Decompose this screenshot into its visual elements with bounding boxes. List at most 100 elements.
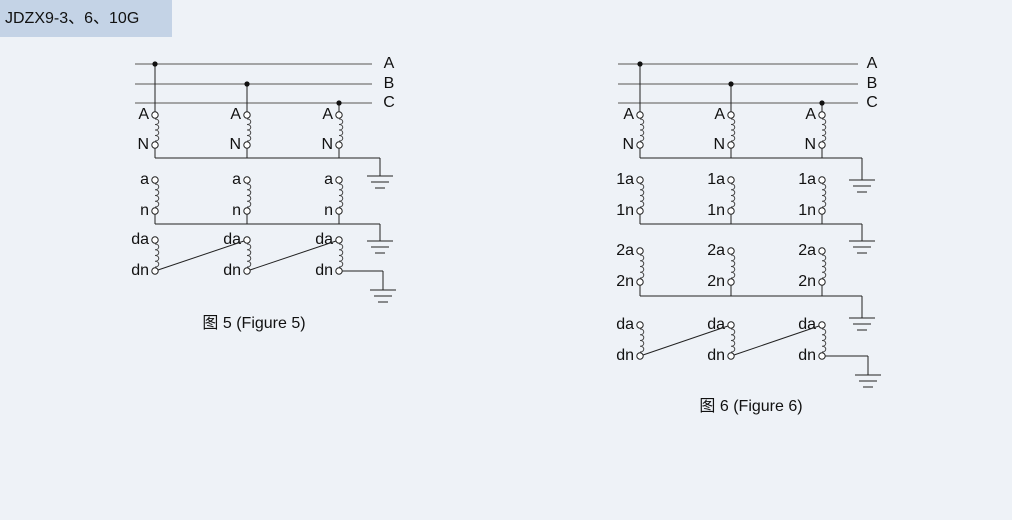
fig5-residual-winding-b-bottom-label: dn — [223, 262, 241, 279]
fig6-primary-winding-b-top-label: A — [714, 106, 725, 123]
fig6-secondary2-winding-a-bottom-terminal — [636, 278, 644, 286]
fig6-tap-dot-c — [819, 100, 825, 106]
fig5-primary-winding-c-bottom-terminal — [335, 141, 343, 149]
fig6-secondary2-winding-a-top-terminal — [636, 247, 644, 255]
fig6-secondary2-winding-c-top-label: 2a — [798, 242, 816, 259]
fig6-secondary1-winding-c-coil — [821, 183, 827, 208]
fig5-secondary-winding-b-coil — [246, 183, 252, 208]
fig6-tap-dot-b — [728, 81, 734, 87]
fig5-tap-dot-a — [152, 61, 158, 67]
fig6-residual-winding-a-bottom-terminal — [636, 352, 644, 360]
model-title-tab: JDZX9-3、6、10G — [0, 0, 172, 37]
fig5-primary-winding-c-top-label: A — [322, 106, 333, 123]
fig5-primary-winding-c-top-terminal — [335, 111, 343, 119]
fig6-secondary1-winding-c-bottom-terminal — [818, 207, 826, 215]
fig5-residual-winding-b-top-label: da — [223, 231, 241, 248]
fig6-secondary2-winding-a-coil — [639, 254, 645, 279]
fig5-secondary-winding-a-bottom-terminal — [151, 207, 159, 215]
fig6-tap-dot-a — [637, 61, 643, 67]
fig5-tap-dot-c — [336, 100, 342, 106]
fig5-tap-dot-b — [244, 81, 250, 87]
fig6-residual-winding-b-bottom-terminal — [727, 352, 735, 360]
fig6-residual-winding-b-top-label: da — [707, 316, 725, 333]
fig5-residual-winding-a-bottom-terminal — [151, 267, 159, 275]
fig5-primary-winding-c-bottom-label: N — [321, 136, 333, 153]
fig5-primary-winding-b-coil — [246, 118, 252, 142]
fig6-secondary2-winding-c-coil — [821, 254, 827, 279]
fig6-secondary1-winding-c-bottom-label: 1n — [798, 202, 816, 219]
fig6-residual-winding-c-bottom-label: dn — [798, 347, 816, 364]
fig6-secondary1-winding-a-bottom-label: 1n — [616, 202, 634, 219]
fig5-secondary-winding-c-bottom-terminal — [335, 207, 343, 215]
fig5-residual-winding-a-top-label: da — [131, 231, 149, 248]
fig6-primary-winding-c-bottom-terminal — [818, 141, 826, 149]
fig5-secondary-winding-a-coil — [154, 183, 160, 208]
fig6-secondary2-winding-b-top-terminal — [727, 247, 735, 255]
fig5-primary-winding-b-top-label: A — [230, 106, 241, 123]
fig5-residual-winding-c-coil — [338, 243, 344, 268]
fig5-residual-winding-b-top-terminal — [243, 236, 251, 244]
fig5-secondary-winding-b-bottom-terminal — [243, 207, 251, 215]
fig6-primary-winding-b-top-terminal — [727, 111, 735, 119]
fig6-primary-winding-a-coil — [639, 118, 645, 142]
fig6-primary-winding-a-bottom-label: N — [622, 136, 634, 153]
fig6-secondary2-winding-b-bottom-terminal — [727, 278, 735, 286]
fig6-primary-winding-a-bottom-terminal — [636, 141, 644, 149]
fig6-residual-winding-c-top-label: da — [798, 316, 816, 333]
fig6-secondary2-winding-c-top-terminal — [818, 247, 826, 255]
fig5-secondary-winding-c-coil — [338, 183, 344, 208]
fig5-bus-label-b: B — [384, 75, 395, 92]
fig6-secondary1-winding-b-top-terminal — [727, 176, 735, 184]
fig6-secondary2-winding-b-bottom-label: 2n — [707, 273, 725, 290]
fig6-primary-winding-c-top-terminal — [818, 111, 826, 119]
fig5-residual-winding-a-top-terminal — [151, 236, 159, 244]
fig6-primary-winding-c-coil — [821, 118, 827, 142]
fig6-open-delta-link-2 — [733, 325, 820, 356]
fig5-residual-winding-c-top-terminal — [335, 236, 343, 244]
fig6-primary-winding-a-top-terminal — [636, 111, 644, 119]
fig6-secondary1-winding-c-top-terminal — [818, 176, 826, 184]
fig6-secondary1-winding-a-top-label: 1a — [616, 171, 634, 188]
fig6-secondary2-winding-c-bottom-label: 2n — [798, 273, 816, 290]
fig6-secondary1-winding-c-top-label: 1a — [798, 171, 816, 188]
fig5-residual-winding-c-bottom-terminal — [335, 267, 343, 275]
fig5-residual-winding-b-bottom-terminal — [243, 267, 251, 275]
fig5-primary-winding-a-top-label: A — [138, 106, 149, 123]
fig5-secondary-winding-c-top-terminal — [335, 176, 343, 184]
fig6-secondary2-winding-b-coil — [730, 254, 736, 279]
fig6-residual-winding-c-coil — [821, 328, 827, 353]
fig6-primary-winding-b-coil — [730, 118, 736, 142]
fig6-bus-label-c: C — [866, 94, 878, 111]
fig6-primary-winding-b-bottom-label: N — [713, 136, 725, 153]
fig5-open-delta-link-1 — [157, 240, 245, 271]
fig5-primary-winding-a-bottom-label: N — [137, 136, 149, 153]
fig6-residual-winding-b-coil — [730, 328, 736, 353]
fig5-residual-winding-c-bottom-label: dn — [315, 262, 333, 279]
fig5-secondary-winding-b-bottom-label: n — [232, 202, 241, 219]
fig5-primary-winding-a-bottom-terminal — [151, 141, 159, 149]
fig6-caption: 图 6 (Figure 6) — [699, 398, 802, 415]
fig6-secondary1-winding-b-bottom-terminal — [727, 207, 735, 215]
fig5-primary-winding-a-coil — [154, 118, 160, 142]
fig6-residual-winding-c-top-terminal — [818, 321, 826, 329]
fig6-secondary1-winding-b-top-label: 1a — [707, 171, 725, 188]
fig6-residual-winding-c-bottom-terminal — [818, 352, 826, 360]
fig6-secondary2-winding-c-bottom-terminal — [818, 278, 826, 286]
fig5-primary-winding-b-bottom-label: N — [229, 136, 241, 153]
fig6-secondary1-winding-b-coil — [730, 183, 736, 208]
fig6-secondary2-winding-a-top-label: 2a — [616, 242, 634, 259]
fig6-secondary2-winding-b-top-label: 2a — [707, 242, 725, 259]
fig6-residual-winding-a-bottom-label: dn — [616, 347, 634, 364]
fig5-primary-winding-b-bottom-terminal — [243, 141, 251, 149]
fig6-bus-label-b: B — [867, 75, 878, 92]
fig6-primary-winding-b-bottom-terminal — [727, 141, 735, 149]
fig5-bus-label-c: C — [383, 94, 395, 111]
fig6-secondary1-winding-a-top-terminal — [636, 176, 644, 184]
fig5-residual-winding-c-top-label: da — [315, 231, 333, 248]
fig5-primary-winding-b-top-terminal — [243, 111, 251, 119]
fig6-residual-winding-b-top-terminal — [727, 321, 735, 329]
fig5-secondary-winding-a-top-terminal — [151, 176, 159, 184]
fig6-primary-winding-a-top-label: A — [623, 106, 634, 123]
fig5-secondary-winding-c-bottom-label: n — [324, 202, 333, 219]
